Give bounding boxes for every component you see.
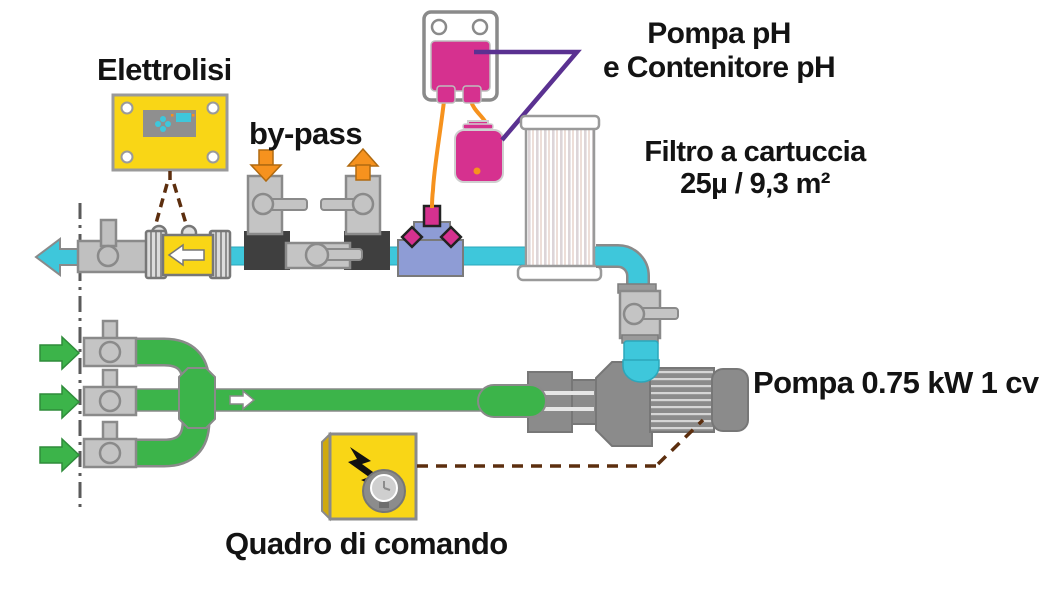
label-filtro-line1: Filtro a cartuccia bbox=[644, 136, 866, 168]
pump-body bbox=[430, 40, 491, 92]
pump-suction-valve bbox=[617, 283, 679, 383]
screw-icon bbox=[430, 18, 448, 36]
label-pompa: Pompa 0.75 kW 1 cv bbox=[753, 365, 1039, 400]
injector-port-right bbox=[439, 225, 463, 249]
label-elettrolisi: Elettrolisi bbox=[97, 52, 232, 87]
flow-in-arrow-icon bbox=[39, 335, 81, 371]
bypass-up-arrow-icon bbox=[346, 147, 380, 181]
electrolysis-cell bbox=[144, 224, 232, 280]
control-panel-box bbox=[321, 431, 418, 522]
suction-collector bbox=[178, 367, 216, 429]
flow-in-arrow-icon bbox=[39, 384, 81, 420]
circulation-pump bbox=[527, 361, 749, 447]
injector-port-left bbox=[400, 225, 424, 249]
tee-fitting-left bbox=[244, 231, 290, 270]
bypass-valve-right bbox=[320, 174, 382, 236]
screw-icon bbox=[206, 150, 220, 164]
screw-icon bbox=[120, 101, 134, 115]
label-pompa-ph: Pompa pH e Contenitore pH bbox=[573, 17, 865, 84]
screw-icon bbox=[206, 101, 220, 115]
motor-end-cap bbox=[711, 368, 749, 432]
injector-port-top bbox=[422, 204, 442, 228]
motor-fins bbox=[649, 367, 715, 433]
control-wires bbox=[417, 418, 705, 468]
intake-valve-3 bbox=[82, 420, 138, 469]
filter-outlet-elbow bbox=[596, 244, 650, 290]
screw-icon bbox=[120, 150, 134, 164]
return-valve bbox=[76, 218, 152, 274]
pump-inlet-dome bbox=[622, 359, 660, 383]
label-filtro: Filtro a cartuccia 25µ / 9,3 m² bbox=[613, 136, 897, 201]
label-filtro-line2: 25µ / 9,3 m² bbox=[680, 168, 830, 201]
cell-flow-arrow-icon bbox=[167, 243, 205, 267]
ph-dosing-pump bbox=[422, 10, 499, 209]
flow-in-arrow-icon bbox=[39, 437, 81, 473]
label-pompa-ph-line2: e Contenitore pH bbox=[602, 50, 836, 84]
ph-container bbox=[454, 120, 504, 183]
cartridge-filter bbox=[516, 114, 603, 282]
bypass-valve-left bbox=[246, 174, 308, 236]
ph-suction-tube bbox=[430, 100, 446, 209]
screw-icon bbox=[471, 18, 489, 36]
label-bypass: by-pass bbox=[249, 116, 363, 151]
intake-valve-1 bbox=[82, 319, 138, 368]
bypass-center-valve bbox=[284, 241, 363, 270]
label-quadro: Quadro di comando bbox=[225, 526, 508, 561]
label-pompa-ph-line1: Pompa pH bbox=[647, 17, 791, 50]
bypass-assembly bbox=[244, 147, 390, 270]
bypass-down-arrow-icon bbox=[249, 149, 283, 183]
controller-wires bbox=[153, 171, 189, 228]
electrolysis-controller bbox=[111, 93, 229, 172]
flow-out-arrow-icon bbox=[34, 237, 81, 277]
timer-icon bbox=[362, 469, 406, 513]
lightning-icon bbox=[348, 447, 393, 495]
intake-valve-2 bbox=[82, 368, 138, 417]
label-connector-line bbox=[474, 49, 582, 142]
ph-injector-manifold bbox=[397, 204, 464, 277]
controller-display bbox=[176, 113, 191, 122]
suction-flow-arrow-icon bbox=[229, 389, 256, 411]
